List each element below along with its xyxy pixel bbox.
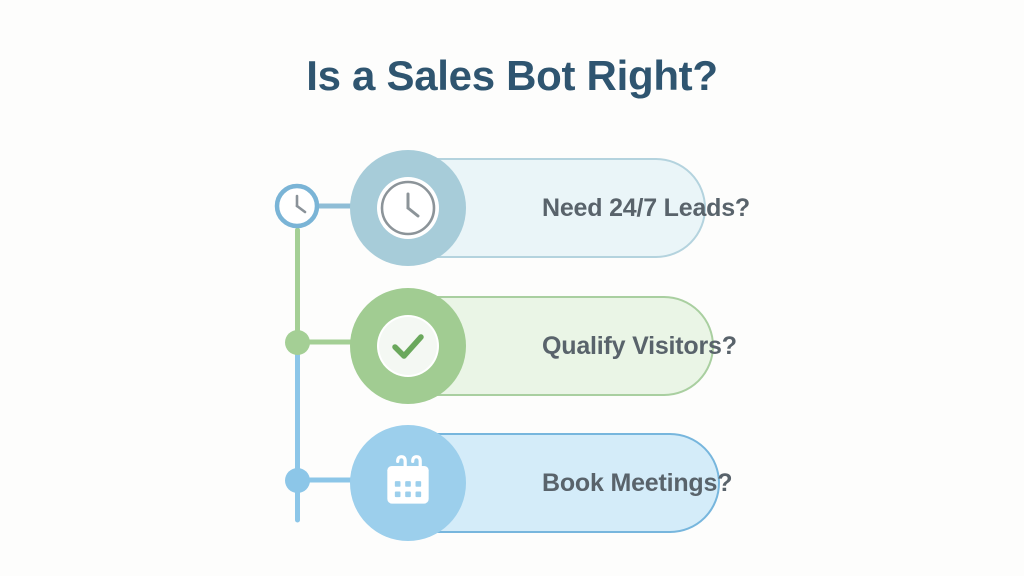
icon-inner-disc-1 <box>377 177 439 239</box>
step-label-1: Need 24/7 Leads? <box>542 193 751 222</box>
page-title: Is a Sales Bot Right? <box>306 52 718 99</box>
icon-inner-disc-3 <box>377 452 439 514</box>
step-icon-circle-2 <box>350 288 466 404</box>
flow-node-dot-blue[interactable] <box>285 468 310 493</box>
step-label-3: Book Meetings? <box>542 468 733 497</box>
step-icon-circle-1 <box>350 150 466 266</box>
clock-node-icon <box>274 183 320 229</box>
flow-node-clock[interactable] <box>273 182 321 230</box>
step-icon-circle-3 <box>350 425 466 541</box>
calendar-icon <box>387 455 429 504</box>
clock-icon <box>380 180 436 236</box>
flow-node-dot-green[interactable] <box>285 330 310 355</box>
check-circle-icon <box>379 317 437 375</box>
step-label-2: Qualify Visitors? <box>542 331 737 360</box>
icon-inner-disc-2 <box>377 315 439 377</box>
